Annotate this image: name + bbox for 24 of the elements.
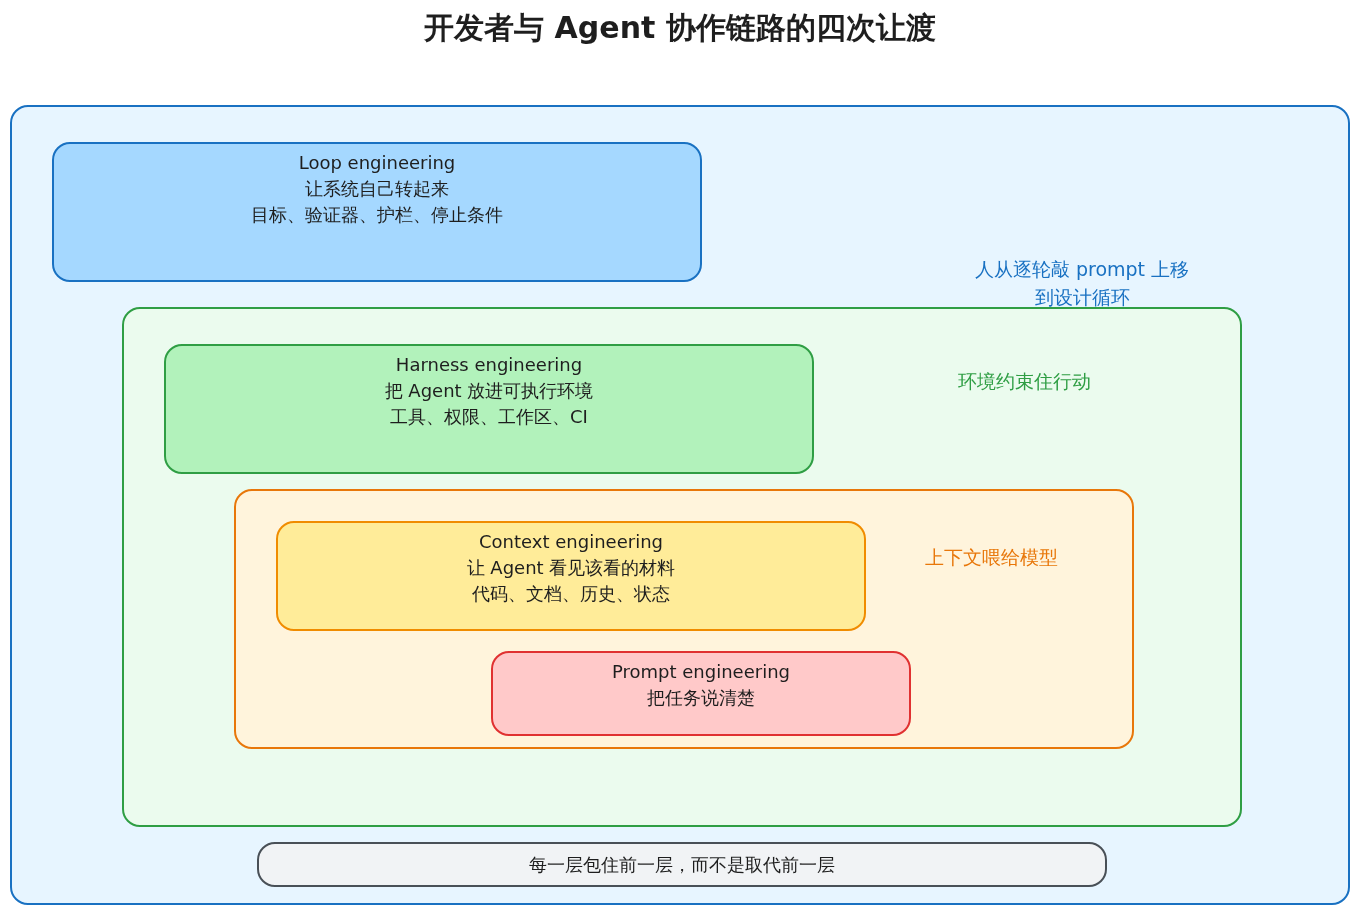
label-box [491,651,911,736]
layer-label: 环境约束住行动 [956,369,1092,394]
note-text: 每一层包住前一层，而不是取代前一层 [528,853,836,877]
label-box [276,521,866,631]
layer-label: 人从逐轮敲 prompt 上移到设计循环 [973,257,1191,310]
box-text: 目标、验证器、护栏、停止条件 [250,203,504,227]
box-heading: Context engineering [478,530,664,554]
box-text: 让系统自己转起来 [304,177,450,201]
box-text: 让 Agent 看见该看的材料 [465,556,677,580]
box-text: 把 Agent 放进可执行环境 [383,379,595,403]
box-heading: Prompt engineering [611,660,791,684]
box-heading: Loop engineering [297,151,457,175]
label-box [52,142,702,282]
layer-box [234,489,1134,749]
layer-box [122,307,1242,827]
note-box [257,842,1107,887]
box-heading: Harness engineering [394,353,584,377]
box-text: 把任务说清楚 [646,686,756,710]
box-text: 代码、文档、历史、状态 [471,582,671,606]
label-box [164,344,814,474]
layer-label: 上下文喂给模型 [923,545,1059,570]
layer-box [10,105,1350,905]
box-text: 工具、权限、工作区、CI [389,405,589,429]
title: 开发者与 Agent 协作链路的四次让渡 [423,9,937,47]
